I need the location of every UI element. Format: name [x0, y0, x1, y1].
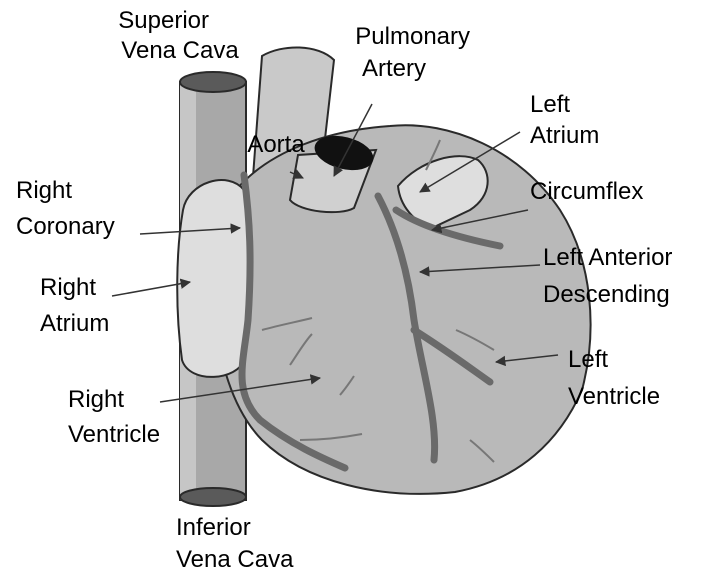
- label-inferior-vena-cava: Inferior Vena Cava: [176, 514, 294, 573]
- label-left-atrium: Left Atrium: [530, 91, 599, 149]
- label-circumflex: Circumflex: [530, 178, 643, 205]
- label-right-ventricle: Right Ventricle: [68, 386, 160, 448]
- right-atrium-shape: [177, 180, 250, 377]
- label-right-atrium: Right Atrium: [40, 274, 109, 337]
- label-pulmonary-artery: Pulmonary Artery: [355, 23, 476, 82]
- label-superior-vena-cava: Superior Vena Cava: [118, 7, 239, 64]
- label-aorta: Aorta: [247, 131, 305, 158]
- label-right-coronary: Right Coronary: [16, 177, 115, 240]
